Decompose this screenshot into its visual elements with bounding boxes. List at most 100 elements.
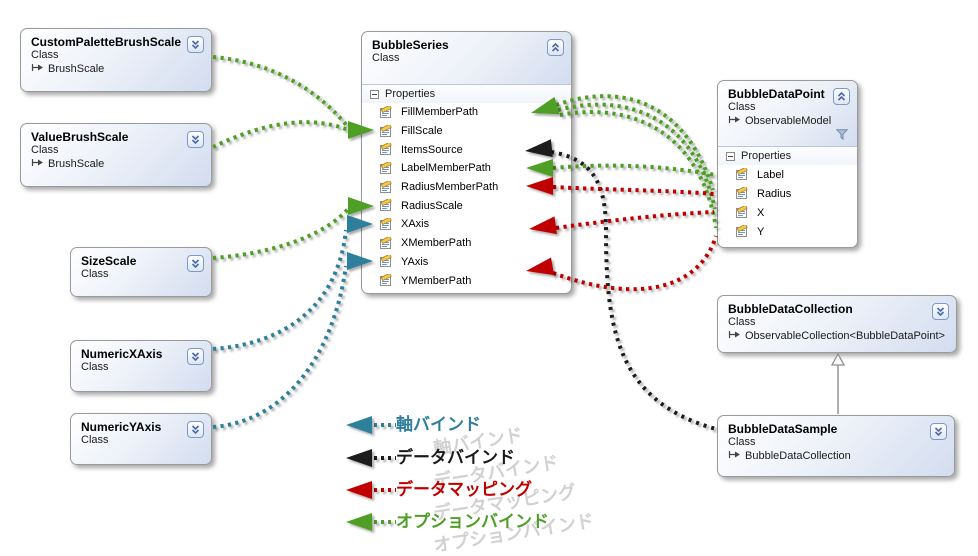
class-title: ValueBrushScale: [31, 130, 129, 144]
property-row-xaxis[interactable]: XAxis: [362, 215, 571, 234]
properties-section-header[interactable]: Properties: [362, 84, 571, 103]
class-title: BubbleDataPoint: [728, 87, 825, 101]
class-box-valuebrushscale[interactable]: ValueBrushScale Class BrushScale: [20, 123, 212, 187]
inherits-icon: [728, 329, 741, 343]
class-title: BubbleSeries: [372, 38, 449, 52]
property-row-fillscale[interactable]: FillScale: [362, 122, 571, 141]
expand-button[interactable]: [930, 423, 947, 440]
connector-bubbledatasample-to-itemssource: [550, 150, 717, 431]
class-box-bubbledatacollection[interactable]: BubbleDataCollection Class ObservableCol…: [717, 295, 957, 353]
base-type-label: BrushScale: [48, 158, 105, 170]
section-label: Properties: [385, 88, 436, 100]
expand-button[interactable]: [932, 303, 949, 320]
property-row-y[interactable]: Y: [718, 222, 857, 241]
base-type-label: BubbleDataCollection: [745, 450, 851, 462]
class-box-bubbledatasample[interactable]: BubbleDataSample Class BubbleDataCollect…: [717, 415, 955, 477]
legend-label-axis-bind: 軸バインド: [396, 415, 481, 434]
stereotype-label: Class: [728, 101, 756, 113]
class-title: BubbleDataCollection: [728, 302, 853, 316]
property-label: YAxis: [401, 255, 429, 268]
property-row-itemssource[interactable]: ItemsSource: [362, 140, 571, 159]
property-label: Label: [757, 168, 784, 181]
stereotype-label: Class: [728, 436, 756, 448]
class-title: NumericXAxis: [81, 347, 163, 361]
class-title: BubbleDataSample: [728, 422, 838, 436]
expand-button[interactable]: [187, 421, 204, 438]
base-type: BrushScale: [31, 157, 201, 171]
collapse-minus-icon[interactable]: [726, 151, 735, 161]
legend-label-data-mapping: データマッピング: [396, 480, 532, 499]
property-label: ItemsSource: [401, 143, 463, 156]
property-icon: [380, 105, 392, 118]
property-row-radiusscale[interactable]: RadiusScale: [362, 196, 571, 215]
connector-fillmemberpath-bundle-2: [557, 102, 717, 210]
property-label: RadiusScale: [401, 199, 463, 212]
property-row-xmemberpath[interactable]: XMemberPath: [362, 234, 571, 253]
property-label: FillMemberPath: [401, 106, 479, 119]
property-icon: [380, 143, 392, 156]
inherits-icon: [728, 114, 741, 128]
property-list: FillMemberPath FillScale ItemsSource Lab…: [362, 103, 571, 290]
stereotype-label: Class: [31, 49, 59, 61]
property-label: RadiusMemberPath: [401, 181, 499, 194]
property-icon: [380, 236, 392, 249]
base-type-label: ObservableModel: [745, 115, 832, 127]
expand-button[interactable]: [187, 255, 204, 272]
property-label: FillScale: [401, 125, 443, 138]
legend-data-bind-arrow: [346, 449, 372, 467]
chevron-down-icon: [191, 425, 200, 434]
connector-valuebrush-to-fillscale: [212, 120, 349, 149]
property-icon: [736, 225, 748, 237]
property-row-ymemberpath[interactable]: YMemberPath: [362, 271, 571, 290]
section-label: Properties: [741, 150, 792, 162]
property-row-labelmemberpath[interactable]: LabelMemberPath: [362, 159, 571, 178]
connector-fillmemberpath-bundle-3: [559, 110, 718, 229]
stereotype-label: Class: [728, 316, 756, 328]
property-row-radius[interactable]: Radius: [718, 184, 857, 203]
legend-data-mapping-arrow: [346, 481, 372, 499]
connector-numericyaxis-to-yaxis: [212, 265, 348, 429]
connector-label-to-labelmemberpath: [552, 163, 716, 177]
property-icon: [736, 206, 748, 218]
legend-axis-bind-arrow: [346, 416, 372, 434]
collapse-button[interactable]: [833, 88, 850, 105]
filter-icon[interactable]: [835, 127, 849, 145]
property-icon: [380, 217, 392, 230]
collapse-button[interactable]: [547, 39, 564, 56]
connector-radius-to-radiusmemberpath: [552, 185, 715, 196]
expand-button[interactable]: [187, 36, 204, 53]
stereotype-label: Class: [81, 268, 109, 280]
connector-inheritance-sample-collection: [830, 352, 846, 414]
properties-section-header[interactable]: Properties: [718, 146, 857, 165]
collapse-minus-icon[interactable]: [370, 89, 379, 99]
base-type: BubbleDataCollection: [728, 449, 944, 463]
inheritance-triangle-icon: [830, 352, 846, 366]
property-label: X: [757, 206, 765, 219]
property-row-fillmemberpath[interactable]: FillMemberPath: [362, 103, 571, 122]
chevron-down-icon: [191, 259, 200, 268]
class-box-bubbledatapoint[interactable]: BubbleDataPoint Class ObservableModel Pr…: [717, 80, 858, 248]
stereotype-label: Class: [372, 52, 400, 64]
class-box-sizescale[interactable]: SizeScale Class: [70, 247, 212, 297]
property-row-x[interactable]: X: [718, 203, 857, 222]
expand-button[interactable]: [187, 348, 204, 365]
base-type: ObservableModel: [728, 114, 847, 128]
property-icon: [736, 187, 748, 199]
class-box-numericyaxis[interactable]: NumericYAxis Class: [70, 413, 212, 465]
property-list: Label Radius X Y: [718, 165, 857, 241]
connector-sizescale-to-radiusscale: [212, 207, 350, 260]
chevron-down-icon: [934, 427, 943, 436]
property-row-radiusmemberpath[interactable]: RadiusMemberPath: [362, 178, 571, 197]
expand-button[interactable]: [187, 131, 204, 148]
class-box-bubbleseries[interactable]: BubbleSeries Class Properties FillMember…: [361, 31, 572, 294]
property-row-label[interactable]: Label: [718, 165, 857, 184]
property-icon: [380, 124, 392, 137]
property-label: XAxis: [401, 218, 430, 231]
class-box-custompalettebrushscale[interactable]: CustomPaletteBrushScale Class BrushScale: [20, 28, 212, 92]
stereotype-label: Class: [81, 434, 109, 446]
property-icon: [380, 180, 392, 193]
property-row-yaxis[interactable]: YAxis: [362, 253, 571, 272]
class-box-numericxaxis[interactable]: NumericXAxis Class: [70, 340, 212, 392]
legend-option-bind-arrow: [346, 513, 372, 531]
